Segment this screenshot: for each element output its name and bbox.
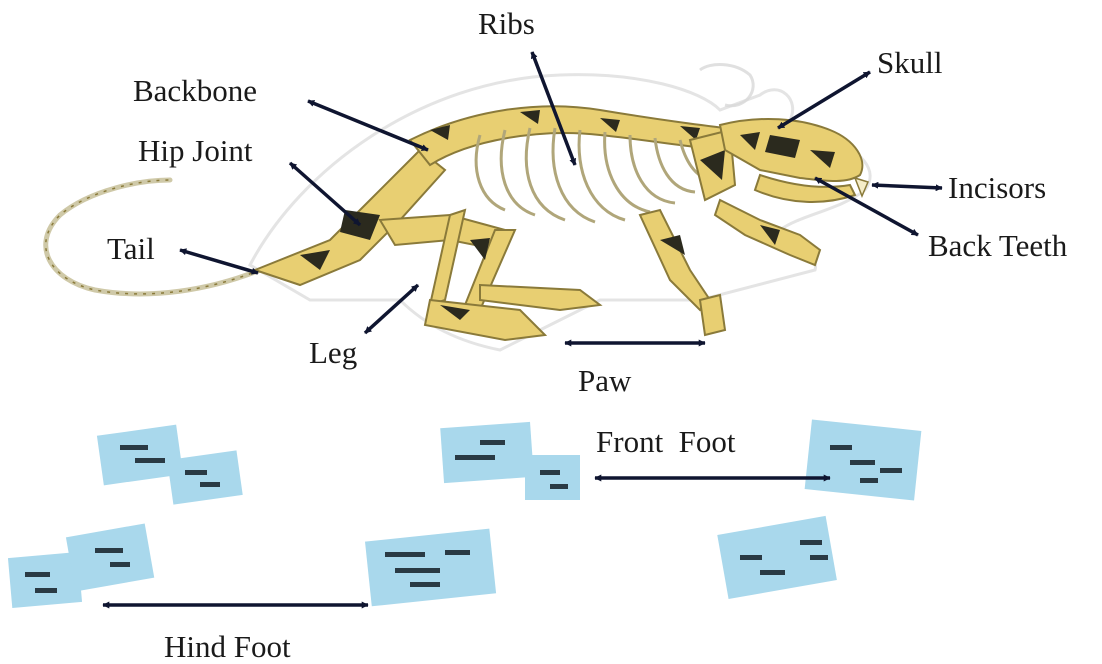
hind-leg-bone	[380, 210, 600, 340]
label-ribs: Ribs	[478, 8, 535, 39]
skull-bone	[720, 119, 862, 181]
footprint-front-upper	[805, 419, 922, 500]
footprint-hind-upper	[97, 425, 243, 505]
label-back-teeth: Back Teeth	[928, 230, 1067, 261]
label-hind-foot: Hind Foot	[164, 631, 291, 662]
label-leg: Leg	[309, 337, 357, 368]
footprint-hind-right	[365, 529, 496, 607]
label-paw: Paw	[578, 365, 631, 396]
incisor-teeth	[855, 178, 868, 196]
footprint-front-left	[440, 422, 580, 500]
incisors-arrow	[872, 185, 942, 188]
label-skull: Skull	[877, 47, 942, 78]
footprint-hind-lower	[8, 523, 154, 607]
label-front-foot: Front Foot	[596, 426, 736, 457]
label-hip-joint: Hip Joint	[138, 135, 253, 166]
label-incisors: Incisors	[948, 172, 1046, 203]
label-backbone: Backbone	[133, 75, 257, 106]
backbone-arrow	[308, 101, 428, 150]
label-tail: Tail	[107, 233, 155, 264]
footprint-front-lower	[717, 516, 837, 599]
tail-arrow	[180, 250, 258, 273]
fore-leg-bone	[640, 200, 820, 335]
